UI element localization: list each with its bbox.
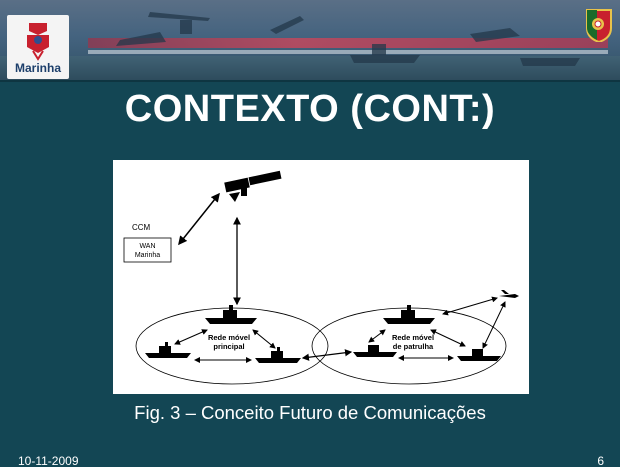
portugal-flag-icon <box>586 9 612 42</box>
banner-stripe <box>88 38 608 48</box>
wan-label-line2: Marinha <box>135 252 160 259</box>
ship-icon <box>353 345 397 357</box>
ship-icon <box>145 342 191 358</box>
satellite-icon <box>224 170 282 202</box>
page-number: 6 <box>597 454 604 467</box>
banner-ships-icon <box>116 12 580 66</box>
banner-sea <box>0 56 620 82</box>
ship-icon <box>383 305 435 324</box>
network-principal-line1: Rede móvel <box>208 333 250 342</box>
ccm-label: CCM <box>132 223 151 232</box>
network-patrulha-line2: de patrulha <box>393 342 434 351</box>
network-principal-line2: principal <box>213 342 244 351</box>
header-banner: Marinha <box>0 0 620 82</box>
ship-icon <box>457 349 501 361</box>
banner-separator <box>0 80 620 82</box>
network-patrulha-line1: Rede móvel <box>392 333 434 342</box>
link <box>482 301 506 349</box>
wan-label-line1: WAN <box>139 243 155 250</box>
link <box>430 329 466 347</box>
ship-icon <box>205 305 257 324</box>
wan-box <box>123 237 172 263</box>
logo-text: Marinha <box>14 61 61 75</box>
link <box>174 329 208 345</box>
link <box>368 329 386 343</box>
network-diagram: CCM WAN Marinha Rede móvel <box>113 160 529 394</box>
link <box>442 296 498 316</box>
anchor-crest-icon <box>27 23 49 61</box>
banner-stripe-light <box>88 50 608 54</box>
footer-date: 10-11-2009 <box>18 454 79 467</box>
diagram-svg: CCM WAN Marinha Rede móvel <box>123 170 519 385</box>
link <box>252 329 276 349</box>
figure-caption: Fig. 3 – Conceito Futuro de Comunicações <box>134 402 486 423</box>
ship-icon <box>255 347 301 363</box>
aircraft-icon <box>499 290 519 298</box>
ccm-satellite-link <box>178 192 220 246</box>
inter-network-link <box>301 349 353 361</box>
marinha-logo: Marinha <box>7 15 69 79</box>
slide-title: CONTEXTO (CONT:) <box>124 88 496 130</box>
